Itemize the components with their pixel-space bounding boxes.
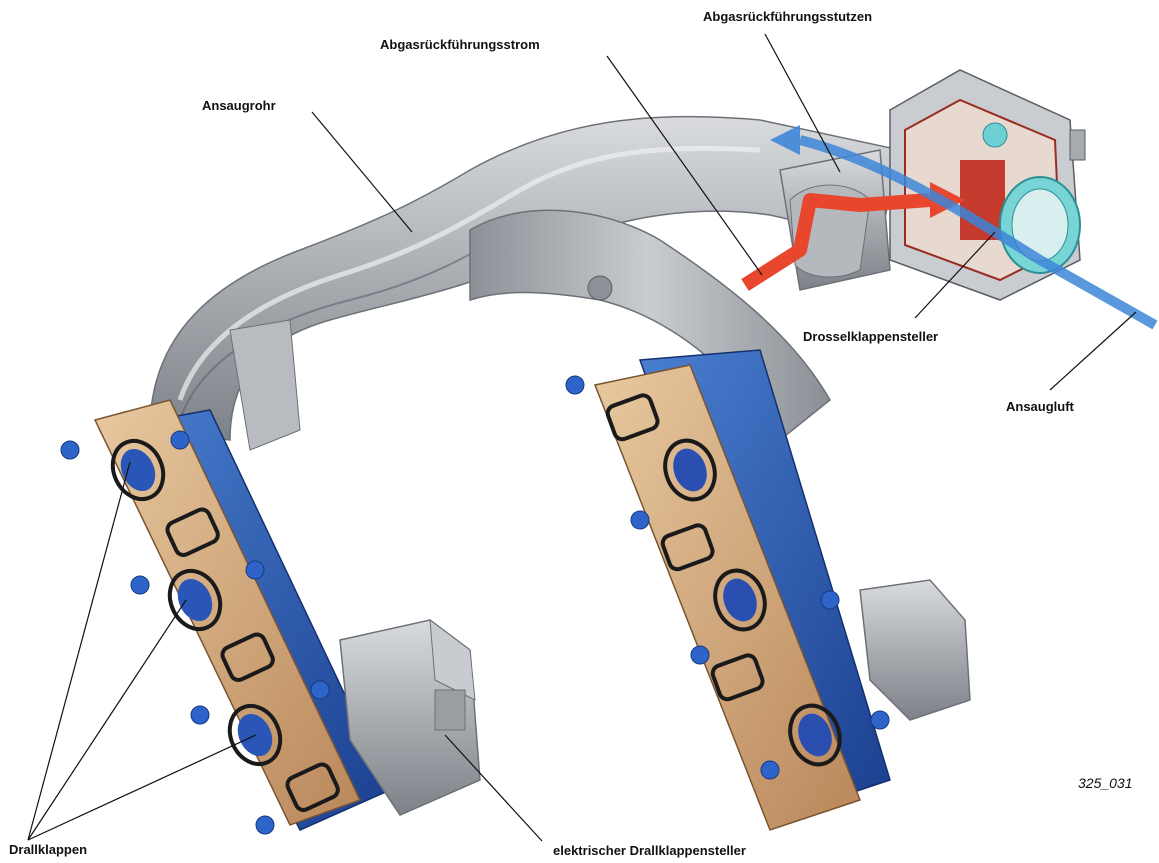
- label-ansaugrohr: Ansaugrohr: [202, 98, 276, 113]
- label-egr-stub: Abgasrückführungsstutzen: [703, 9, 872, 24]
- right-manifold: [566, 350, 890, 830]
- figure-number: 325_031: [1078, 775, 1133, 791]
- label-throttle-actuator: Drosselklappensteller: [803, 329, 938, 344]
- label-swirl-flaps: Drallklappen: [9, 842, 87, 857]
- left-manifold: [61, 400, 404, 834]
- label-intake-air: Ansaugluft: [1006, 399, 1074, 414]
- label-electric-swirl-actuator: elektrischer Drallklappensteller: [553, 843, 746, 858]
- right-actuator: [860, 580, 970, 720]
- label-egr-flow: Abgasrückführungsstrom: [380, 37, 540, 52]
